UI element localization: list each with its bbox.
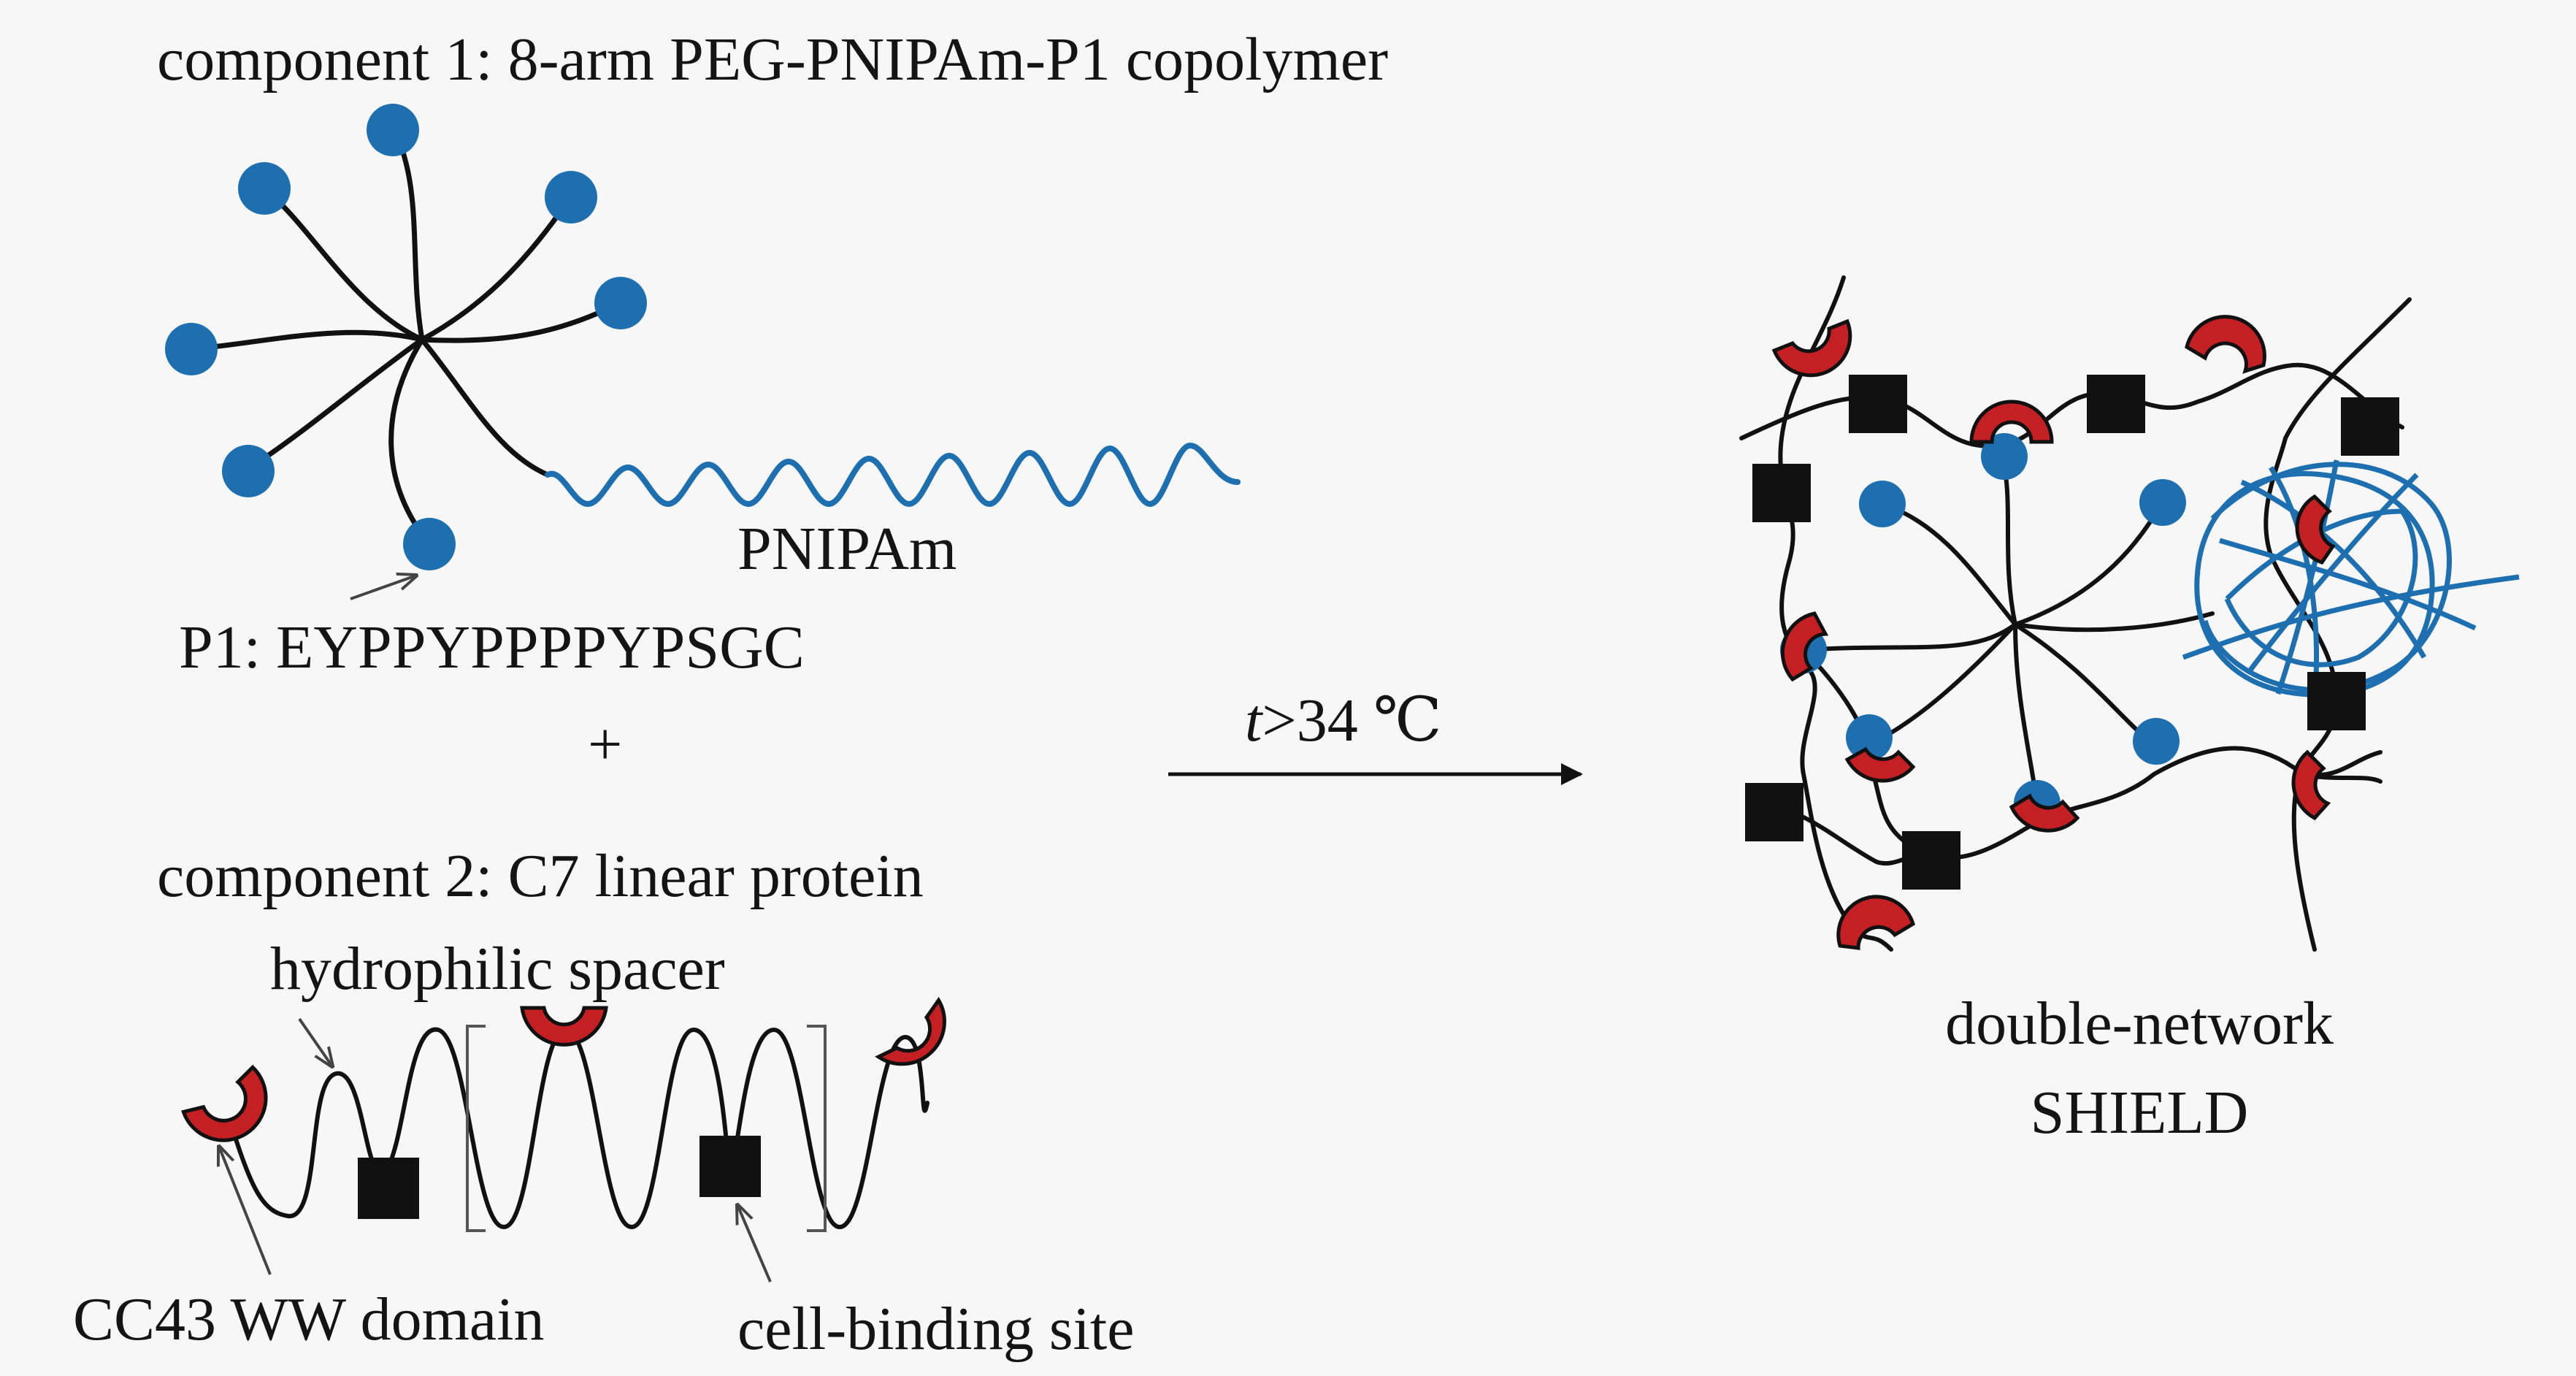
eight-arm-star-polymer [188, 127, 622, 547]
cell-binding-site-label: cell-binding site [737, 1295, 1135, 1363]
p1-blue-dot [1859, 481, 1906, 527]
p1-sequence-label: P1: EYPPYPPPPYPSGC [179, 614, 805, 681]
cell-binding-square [1902, 831, 1960, 890]
protein-strand [1739, 362, 2404, 448]
star-arm [2013, 502, 2163, 627]
p1-blue-dot [165, 323, 218, 375]
p1-blue-dot [222, 445, 275, 497]
p1-blue-dot [2133, 718, 2180, 765]
cell-binding-square [2307, 672, 2366, 730]
hydrophilic-spacer-label: hydrophilic spacer [270, 935, 725, 1003]
p1-blue-dot [1981, 433, 2028, 480]
ww-red-crescent [2009, 793, 2080, 833]
peg-arm [419, 196, 572, 343]
ww-red-crescent [1844, 746, 1916, 783]
spacer-pointer-arrow [298, 1017, 332, 1066]
p1-peptide-ends [165, 104, 647, 570]
p1-pointer-arrow [350, 576, 416, 600]
p1-blue-dot [594, 277, 647, 329]
star-arm [1882, 502, 2017, 627]
p1-blue-dot [238, 162, 291, 215]
temperature-condition: t>34 ℃ [1245, 690, 1442, 752]
p1-blue-dot [2139, 479, 2186, 526]
cell-binding-square [1849, 375, 1907, 433]
peg-arm [388, 337, 432, 547]
peg-arm [419, 300, 622, 343]
binding-pointer-arrow [737, 1205, 772, 1283]
repeat-brackets [466, 1025, 827, 1232]
p1-blue-dot [403, 518, 456, 570]
ww-red-crescent [2295, 494, 2336, 565]
ww-red-crescent [1780, 611, 1829, 682]
pnipam-label: PNIPAm [737, 515, 957, 583]
shield-cell-binding-sites [1745, 375, 2399, 890]
cell-binding-square [358, 1158, 419, 1219]
cell-binding-square [699, 1136, 761, 1197]
ww-red-crescent [1969, 400, 2054, 444]
peg-arm [245, 337, 425, 472]
star-arm [1867, 622, 2017, 747]
cell-binding-square [2341, 397, 2399, 456]
star-arm [2013, 622, 2039, 806]
p1-blue-dot [1846, 714, 1893, 761]
right-bracket [807, 1025, 827, 1232]
pnipam-chain [545, 442, 1241, 508]
component2-title: component 2: C7 linear protein [157, 842, 924, 910]
temperature-variable: t [1245, 687, 1262, 754]
ww-red-crescent [875, 996, 946, 1066]
pnipam-coil [2182, 459, 2520, 702]
ww-red-crescent [181, 1064, 268, 1142]
shield-ww-domains [1771, 315, 2336, 950]
shield-network [1739, 275, 2412, 952]
ww-red-crescent [2185, 315, 2266, 374]
cell-binding-square [1745, 783, 1803, 841]
peg-arm [391, 127, 425, 343]
star-arm [2013, 611, 2215, 632]
peg-arm [188, 329, 425, 352]
star-arm [1801, 622, 2017, 652]
cell-binding-square [2087, 375, 2145, 433]
ww-red-crescent [2291, 749, 2331, 821]
ww-domain-label: CC43 WW domain [73, 1285, 545, 1353]
peg-arm-to-pnipam [419, 337, 551, 478]
component1-title: component 1: 8-arm PEG-PNIPAm-P1 copolym… [157, 26, 1389, 93]
shield-label-line2: SHIELD [2030, 1079, 2249, 1147]
p1-blue-dot [545, 171, 597, 223]
shield-label-line1: double-network [1945, 990, 2334, 1058]
temperature-threshold: >34 ℃ [1262, 687, 1442, 754]
ww-domains [181, 996, 946, 1142]
ww-pointer-arrow [219, 1147, 272, 1275]
plus-sign: + [588, 711, 623, 779]
star-arm [2013, 622, 2156, 747]
ww-red-crescent [520, 1006, 608, 1047]
ww-red-crescent [1836, 895, 1915, 950]
peg-arm [260, 186, 425, 343]
cell-binding-square [1752, 464, 1811, 522]
ww-red-crescent [1771, 318, 1852, 378]
left-bracket [466, 1025, 486, 1232]
c7-protein-backbone [228, 1027, 929, 1230]
cell-binding-sites [358, 1136, 761, 1219]
p1-blue-dot [367, 104, 419, 156]
pnipam-coil-loop [2182, 538, 2520, 660]
